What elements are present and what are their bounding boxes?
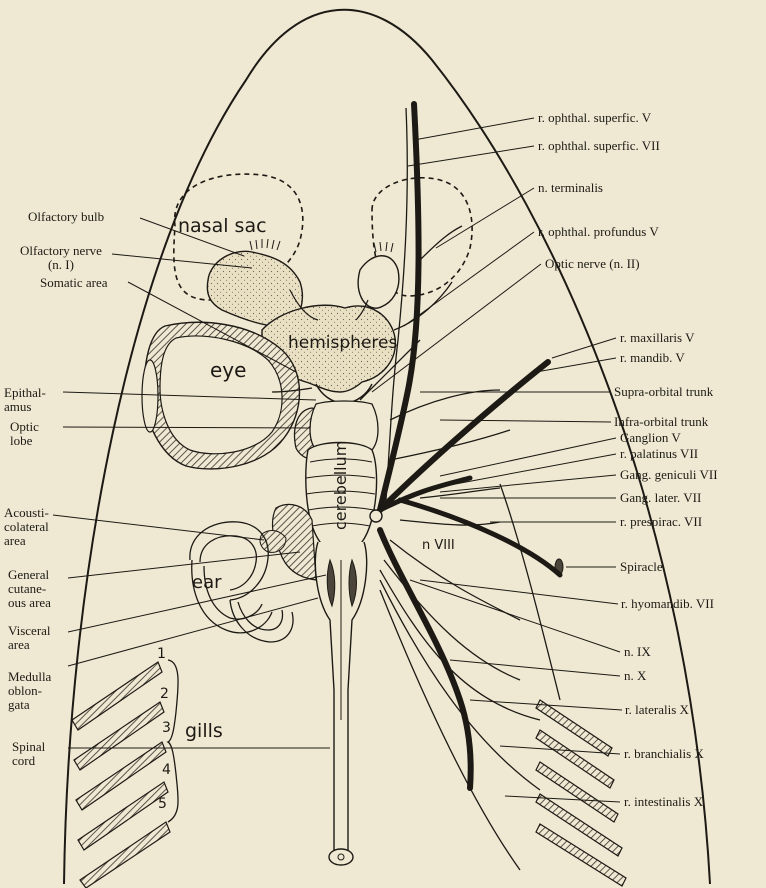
gills-label: gills bbox=[185, 720, 223, 742]
label-r-ophthal-profundus-v: r. ophthal. profundus V bbox=[538, 225, 659, 239]
label-n-x: n. X bbox=[624, 669, 646, 683]
label-r-hyomandib-vii: r. hyomandib. VII bbox=[621, 597, 714, 611]
label-r-branchialis-x: r. branchialis X bbox=[624, 747, 704, 761]
label-epithalamus: Epithal- amus bbox=[4, 386, 46, 414]
gill-number-3: 3 bbox=[162, 720, 171, 736]
gill-number-1: 1 bbox=[157, 646, 166, 662]
label-n-ix: n. IX bbox=[624, 645, 651, 659]
label-r-mandib-v: r. mandib. V bbox=[620, 351, 685, 365]
label-r-lateralis-x: r. lateralis X bbox=[625, 703, 689, 717]
label-optic-lobe: Optic lobe bbox=[10, 420, 39, 448]
label-ganglion-v: Ganglion V bbox=[620, 431, 681, 445]
label-spiracle: Spiracle bbox=[620, 560, 663, 574]
label-medulla-oblongata: Medulla oblon- gata bbox=[8, 670, 51, 712]
gasserian-ganglion bbox=[370, 510, 382, 522]
eye-label: eye bbox=[210, 358, 246, 382]
label-spinal-cord: Spinal cord bbox=[12, 740, 45, 768]
label-olfactory-bulb: Olfactory bulb bbox=[28, 210, 104, 224]
gill-slits-right bbox=[536, 700, 626, 886]
fine-nerves bbox=[360, 108, 560, 870]
label-gang-geniculi-vii: Gang. geniculi VII bbox=[620, 468, 718, 482]
label-optic-nerve: Optic nerve (n. II) bbox=[545, 257, 640, 271]
label-n-terminalis: n. terminalis bbox=[538, 181, 603, 195]
label-r-maxillaris-v: r. maxillaris V bbox=[620, 331, 695, 345]
gills-shape bbox=[72, 662, 170, 888]
gill-number-2: 2 bbox=[160, 686, 169, 702]
label-r-palatinus-vii: r. palatinus VII bbox=[620, 447, 698, 461]
label-acousticolateral-area: Acousti- colateral area bbox=[4, 506, 49, 548]
label-r-ophthal-superfic-vii: r. ophthal. superfic. VII bbox=[538, 139, 660, 153]
hemispheres-label: hemispheres bbox=[288, 333, 397, 353]
gill-number-4: 4 bbox=[162, 762, 171, 778]
spinal-cord-end bbox=[329, 849, 353, 865]
cerebellum-label: cerebellum bbox=[331, 441, 350, 530]
olfactory-fibres bbox=[250, 239, 393, 252]
label-r-prespirac-vii: r. prespirac. VII bbox=[620, 515, 702, 529]
gill-number-5: 5 bbox=[158, 796, 167, 812]
nasal-sac-label: nasal sac bbox=[178, 215, 267, 237]
label-general-cutaneous-area: General cutane- ous area bbox=[8, 568, 51, 610]
label-r-ophthal-superfic-v: r. ophthal. superfic. V bbox=[538, 111, 651, 125]
ear-label: ear bbox=[192, 572, 222, 593]
label-somatic-area: Somatic area bbox=[40, 276, 108, 290]
label-r-intestinalis-x: r. intestinalis X bbox=[624, 795, 703, 809]
lens bbox=[142, 360, 158, 432]
label-supra-orbital-trunk: Supra-orbital trunk bbox=[614, 385, 713, 399]
olfactory-bulb-right bbox=[358, 256, 399, 308]
label-gang-later-vii: Gang. later. VII bbox=[620, 491, 701, 505]
label-visceral-area: Visceral area bbox=[8, 624, 51, 652]
n-viii-label: n VIII bbox=[422, 538, 455, 553]
label-infra-orbital-trunk: Infra-orbital trunk bbox=[614, 415, 708, 429]
gills-brace bbox=[168, 660, 178, 822]
label-olfactory-nerve: Olfactory nerve (n. I) bbox=[20, 244, 102, 272]
